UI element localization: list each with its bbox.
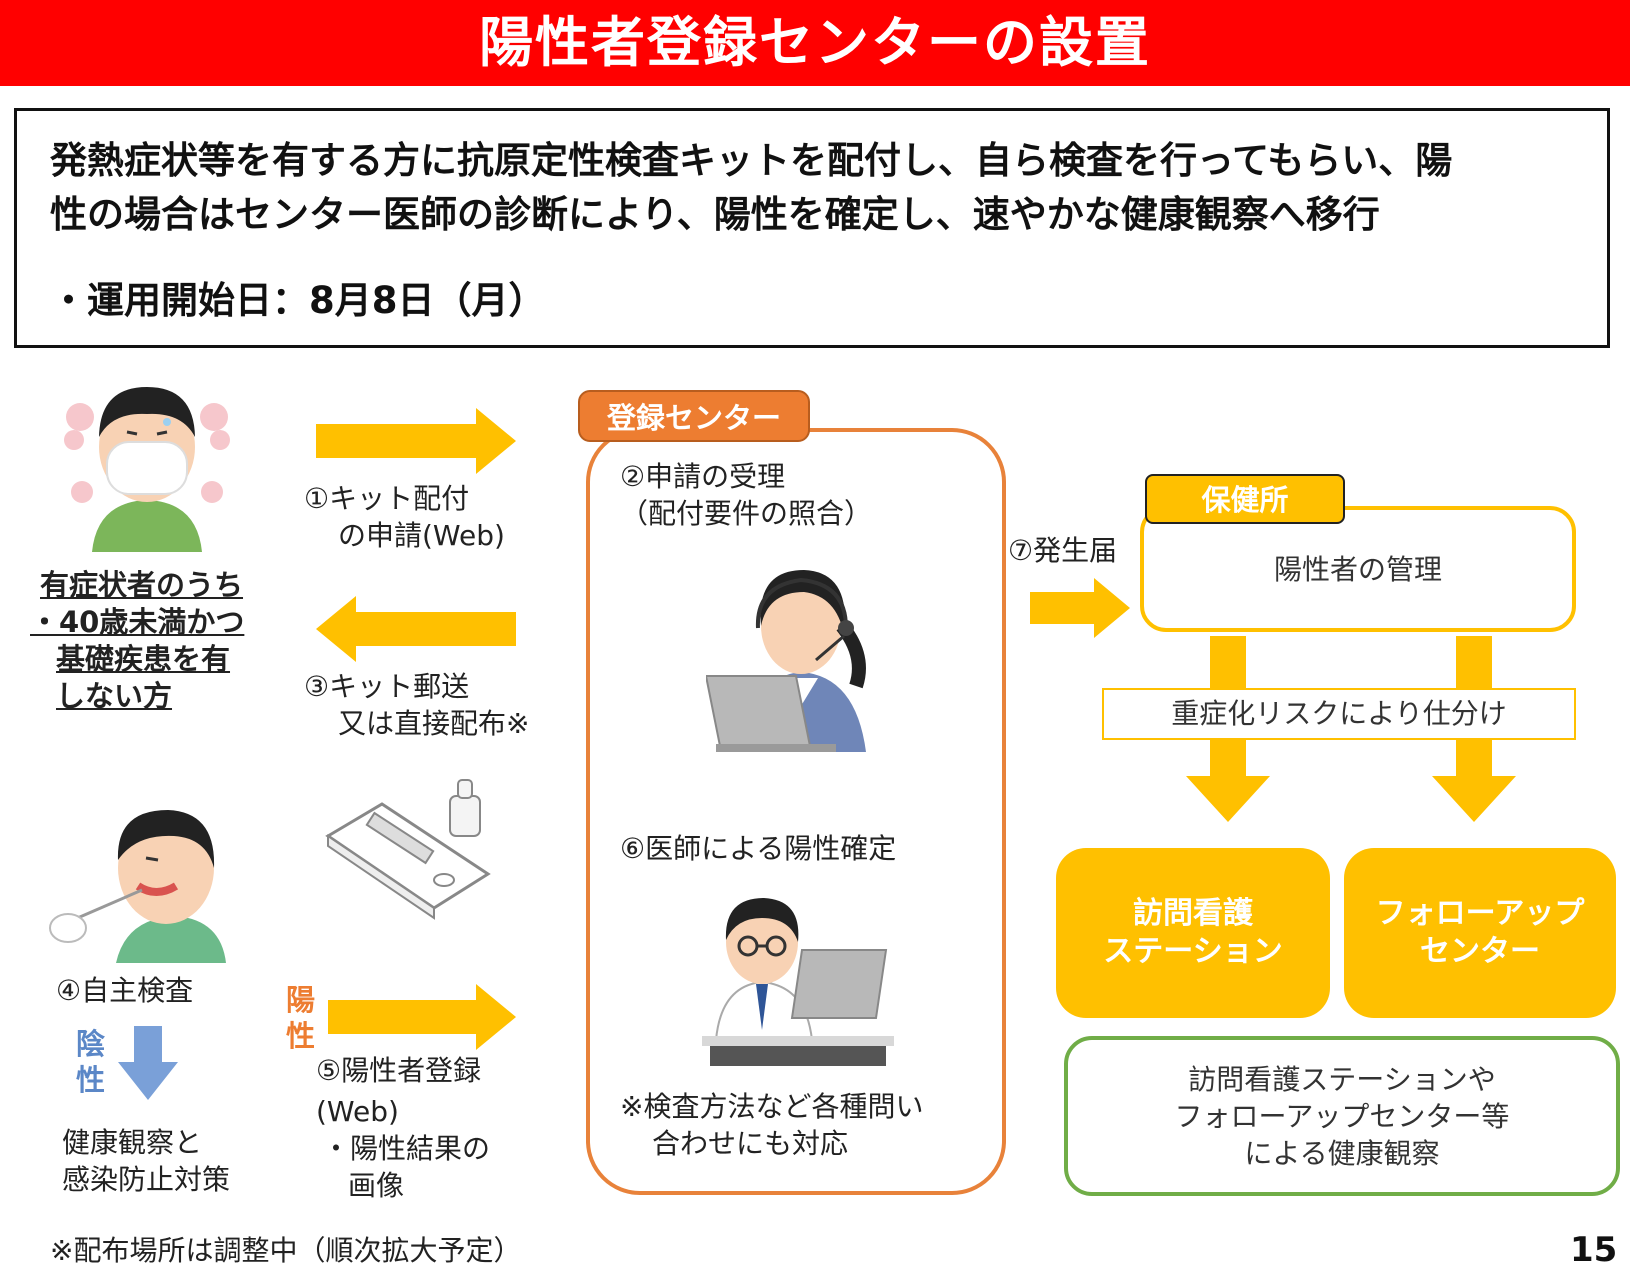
test-kit-illustration bbox=[325, 779, 491, 920]
visiting-nurse-line-1: 訪問看護 bbox=[1133, 896, 1253, 931]
step-2-line-2: （配付要件の照合） bbox=[620, 497, 873, 530]
doctor-illustration bbox=[702, 898, 894, 1066]
negative-label-1: 陰 bbox=[76, 1027, 106, 1061]
positive-label-1: 陽 bbox=[286, 983, 316, 1017]
arrow-right-5-icon bbox=[328, 984, 516, 1050]
step-7-label: ⑦発生届 bbox=[1008, 534, 1118, 567]
negative-label: 陰 性 bbox=[76, 1026, 105, 1098]
summary-text: 発熱症状等を有する方に抗原定性検査キットを配付し、自ら検査を行ってもらい、陽 性… bbox=[50, 134, 1600, 242]
arrow-right-7-icon bbox=[1030, 578, 1130, 638]
negative-label-2: 性 bbox=[76, 1063, 106, 1097]
step-3-line-2: 又は直接配布※ bbox=[338, 707, 530, 740]
follow-up-center-line-1: フォローアップ bbox=[1375, 896, 1585, 931]
self-test-illustration bbox=[49, 810, 226, 963]
follow-up-center-box: フォローアップ センター bbox=[1344, 848, 1616, 1018]
registration-center-label: 登録センター bbox=[578, 390, 810, 442]
step-6-label: ⑥医師による陽性確定 bbox=[620, 832, 897, 865]
page-title: 陽性者登録センターの設置 bbox=[0, 0, 1630, 86]
step-3-line-1: ③キット郵送 bbox=[304, 670, 470, 703]
target-line-3: 基礎疾患を有 bbox=[56, 642, 231, 676]
follow-up-center-line-2: センター bbox=[1420, 934, 1540, 969]
health-observation-line-3: による健康観察 bbox=[1244, 1136, 1440, 1170]
target-line-2: ・40歳未満かつ bbox=[30, 604, 244, 641]
negative-result-line-1: 健康観察と bbox=[62, 1126, 203, 1159]
step-5-line-3: ・陽性結果の bbox=[322, 1132, 491, 1165]
start-date: ・運用開始日：8月8日（月） bbox=[50, 279, 546, 322]
step-5-line-4: 画像 bbox=[348, 1169, 405, 1202]
sick-person-illustration bbox=[64, 387, 230, 552]
arrow-left-3-icon bbox=[316, 596, 516, 662]
health-observation-line-1: 訪問看護ステーションや bbox=[1188, 1062, 1496, 1096]
step-5-line-2: (Web) bbox=[316, 1095, 399, 1128]
footnote: ※配布場所は調整中（順次拡大予定） bbox=[50, 1234, 522, 1267]
positive-label-2: 性 bbox=[286, 1019, 316, 1053]
summary-line-2: 性の場合はセンター医師の診断により、陽性を確定し、速やかな健康観察へ移行 bbox=[50, 193, 1380, 236]
visiting-nurse-line-2: ステーション bbox=[1103, 934, 1283, 969]
health-observation-line-2: フォローアップセンター等 bbox=[1174, 1099, 1510, 1133]
arrow-right-1-icon bbox=[316, 408, 516, 474]
center-note-line-1: ※検査方法など各種問い bbox=[620, 1090, 924, 1123]
step-4-label: ④自主検査 bbox=[56, 974, 194, 1007]
page-number: 15 bbox=[1570, 1230, 1618, 1270]
step-5-line-1: ⑤陽性者登録 bbox=[316, 1054, 482, 1087]
registration-center-frame bbox=[586, 428, 1006, 1195]
triage-label: 重症化リスクにより仕分け bbox=[1102, 688, 1576, 740]
visiting-nurse-station-box: 訪問看護 ステーション bbox=[1056, 848, 1330, 1018]
health-center-frame bbox=[1140, 506, 1576, 632]
step-1-line-1: ①キット配付 bbox=[304, 482, 470, 515]
center-note-line-2: 合わせにも対応 bbox=[652, 1127, 849, 1160]
negative-result-line-2: 感染防止対策 bbox=[62, 1163, 231, 1196]
positive-label: 陽 性 bbox=[286, 982, 315, 1054]
operator-illustration bbox=[706, 570, 866, 752]
summary-line-1: 発熱症状等を有する方に抗原定性検査キットを配付し、自ら検査を行ってもらい、陽 bbox=[50, 139, 1453, 182]
target-line-2-text: ・40歳未満かつ bbox=[30, 605, 245, 639]
step-1-line-2: の申請(Web) bbox=[338, 519, 505, 552]
step-2-line-1: ②申請の受理 bbox=[620, 460, 786, 493]
health-center-label: 保健所 bbox=[1145, 474, 1345, 524]
health-center-manage: 陽性者の管理 bbox=[1273, 553, 1442, 586]
target-line-4: しない方 bbox=[56, 679, 173, 713]
health-observation-box: 訪問看護ステーションや フォローアップセンター等 による健康観察 bbox=[1064, 1036, 1620, 1196]
arrow-down-negative-icon bbox=[118, 1026, 178, 1100]
fever-puff-icon bbox=[66, 403, 94, 431]
summary-box bbox=[14, 108, 1610, 348]
target-line-1: 有症状者のうち bbox=[40, 568, 244, 602]
